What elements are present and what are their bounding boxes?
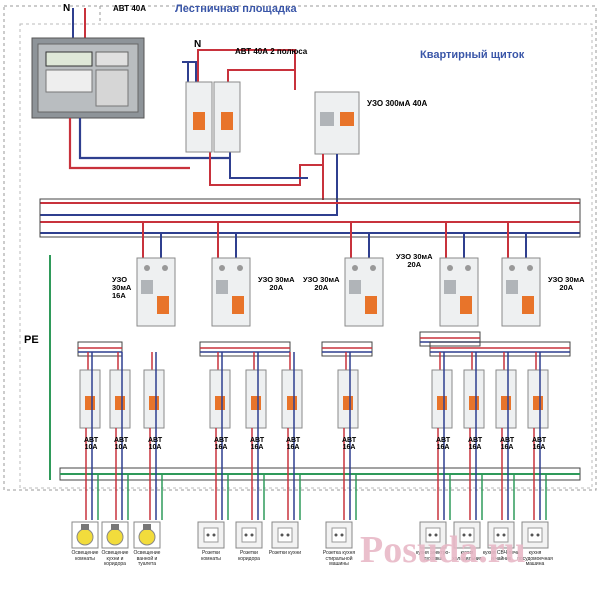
socket-icon <box>271 521 299 549</box>
breaker-label-4: АВТ 16А <box>214 437 229 452</box>
group-bus-5 <box>429 341 571 357</box>
group-bus-1 <box>77 341 123 357</box>
rcd-label-5: УЗО 30мА 20А <box>548 275 585 292</box>
load-caption-6: Розетки кухни <box>268 550 302 556</box>
breaker-label-11: АВТ 16А <box>532 437 547 452</box>
breaker-11 <box>527 352 549 520</box>
breaker-label-1: АВТ 10А <box>84 437 99 452</box>
panel-title: Квартирный щиток <box>420 49 525 61</box>
breaker-label-5: АВТ 16А <box>250 437 265 452</box>
breaker-1 <box>79 352 101 520</box>
breaker-4 <box>209 352 231 520</box>
breaker-5 <box>245 352 267 520</box>
breaker-2 <box>109 352 131 520</box>
load-caption-8: кухня электро-духовка <box>415 550 450 562</box>
group-rcd-5 <box>501 222 541 327</box>
breaker-10 <box>495 352 517 520</box>
main-rcd-label: УЗО 300мА 40А <box>367 99 428 108</box>
breaker-label-3: АВТ 10А <box>148 437 163 452</box>
group-rcd-4 <box>439 222 479 327</box>
rcd-label-2: УЗО 30мА 20А <box>258 275 295 292</box>
watermark: Posuda.ru <box>360 529 526 571</box>
socket-icon <box>235 521 263 549</box>
group-rcd-2 <box>211 222 251 327</box>
load-caption-5: Розетки коридора <box>238 550 260 562</box>
lamp-icon <box>101 521 129 549</box>
breaker-label-8: АВТ 16А <box>436 437 451 452</box>
rcd-label-1: УЗО 30мА 16А <box>112 275 132 300</box>
breaker-9 <box>463 352 485 520</box>
stair-area-frame <box>3 5 597 491</box>
breaker-label-2: АВТ 10А <box>114 437 129 452</box>
socket-icon <box>325 521 353 549</box>
neutral-label-mid: N <box>194 39 202 50</box>
main-rcd <box>314 91 360 155</box>
load-caption-10: кухня СВЧ-печь и чайник <box>482 550 520 562</box>
load-caption-7: Розетка кухня стиральной машины <box>322 550 356 567</box>
load-caption-1: Освещение комнаты <box>71 550 99 562</box>
breaker-8 <box>431 352 453 520</box>
breaker-label-top: АВТ 40А <box>113 4 147 13</box>
load-caption-2: Освещение кухни и коридора <box>101 550 129 567</box>
rcd-label-3: УЗО 30мА 20А <box>303 275 340 292</box>
socket-icon <box>419 521 447 549</box>
pe-label: PE <box>24 334 39 346</box>
group-rcd-1 <box>136 222 176 327</box>
load-caption-3: Освещение ванной и туалета <box>133 550 161 567</box>
lamp-icon <box>71 521 99 549</box>
breaker-6 <box>281 352 303 520</box>
panel-frame <box>19 23 593 489</box>
breaker-label-9: АВТ 16А <box>468 437 483 452</box>
neutral-label-top: N <box>63 3 71 14</box>
main-breaker-2p <box>185 81 241 153</box>
breaker-label-7: АВТ 16А <box>342 437 357 452</box>
breaker-label-10: АВТ 16А <box>500 437 515 452</box>
socket-icon <box>453 521 481 549</box>
load-caption-11: кухня посудомоечная машина <box>517 550 553 567</box>
stair-title: Лестничная площадка <box>175 3 297 15</box>
breaker-label-6: АВТ 16А <box>286 437 301 452</box>
socket-icon <box>197 521 225 549</box>
breaker-7 <box>337 352 359 520</box>
lamp-icon <box>133 521 161 549</box>
group-bus-4 <box>419 331 481 347</box>
socket-icon <box>487 521 515 549</box>
group-bus-2 <box>199 341 291 357</box>
socket-icon <box>521 521 549 549</box>
rcd-label-4: УЗО 30мА 20А <box>396 252 433 269</box>
meter-neutral-out <box>78 118 230 160</box>
meter-phase-out <box>68 118 190 170</box>
breaker-3 <box>143 352 165 520</box>
load-caption-9: кухня холодильник <box>452 550 482 562</box>
group-bus-3 <box>321 341 373 357</box>
group-rcd-3 <box>344 222 384 327</box>
main-breaker-label: АВТ 40А 2 полюса <box>235 47 308 56</box>
load-caption-4: Розетки комнаты <box>201 550 221 562</box>
electricity-meter <box>31 37 145 119</box>
